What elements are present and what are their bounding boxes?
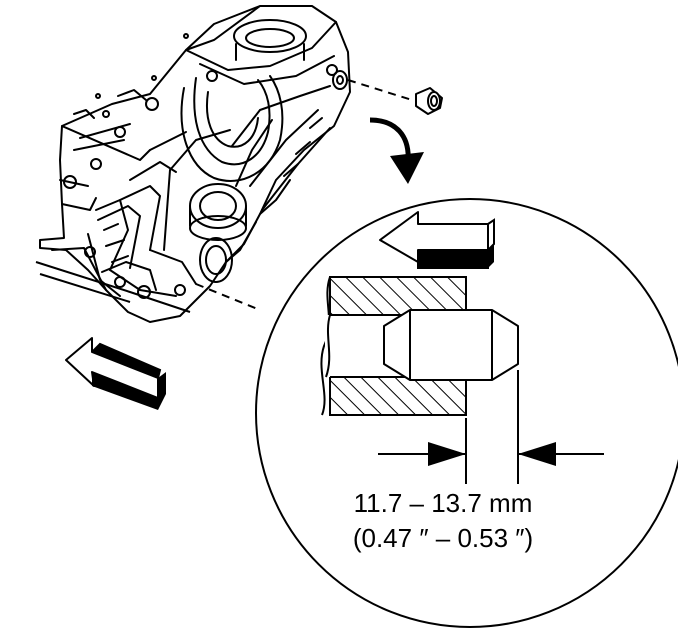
- dimension-metric-label: 11.7 – 13.7 mm: [354, 488, 533, 518]
- curved-down-arrow-icon: [369, 117, 424, 184]
- dimension-arrow-right-icon: [518, 442, 556, 466]
- plug-part: [415, 87, 443, 115]
- detail-direction-arrow-icon: [379, 211, 495, 269]
- alignment-dashes: [195, 79, 413, 311]
- plug-bore: [332, 70, 348, 90]
- plug-cross-section: [383, 309, 519, 381]
- engine-block-illustration: [39, 5, 351, 323]
- dimension-arrow-left-icon: [428, 442, 466, 466]
- engine-base-lines: [35, 5, 261, 313]
- install-direction-arrow-icon: [65, 337, 166, 410]
- engine-bolt-holes: [63, 33, 338, 299]
- dimension-imperial-label: (0.47 ″ – 0.53 ″): [353, 523, 533, 553]
